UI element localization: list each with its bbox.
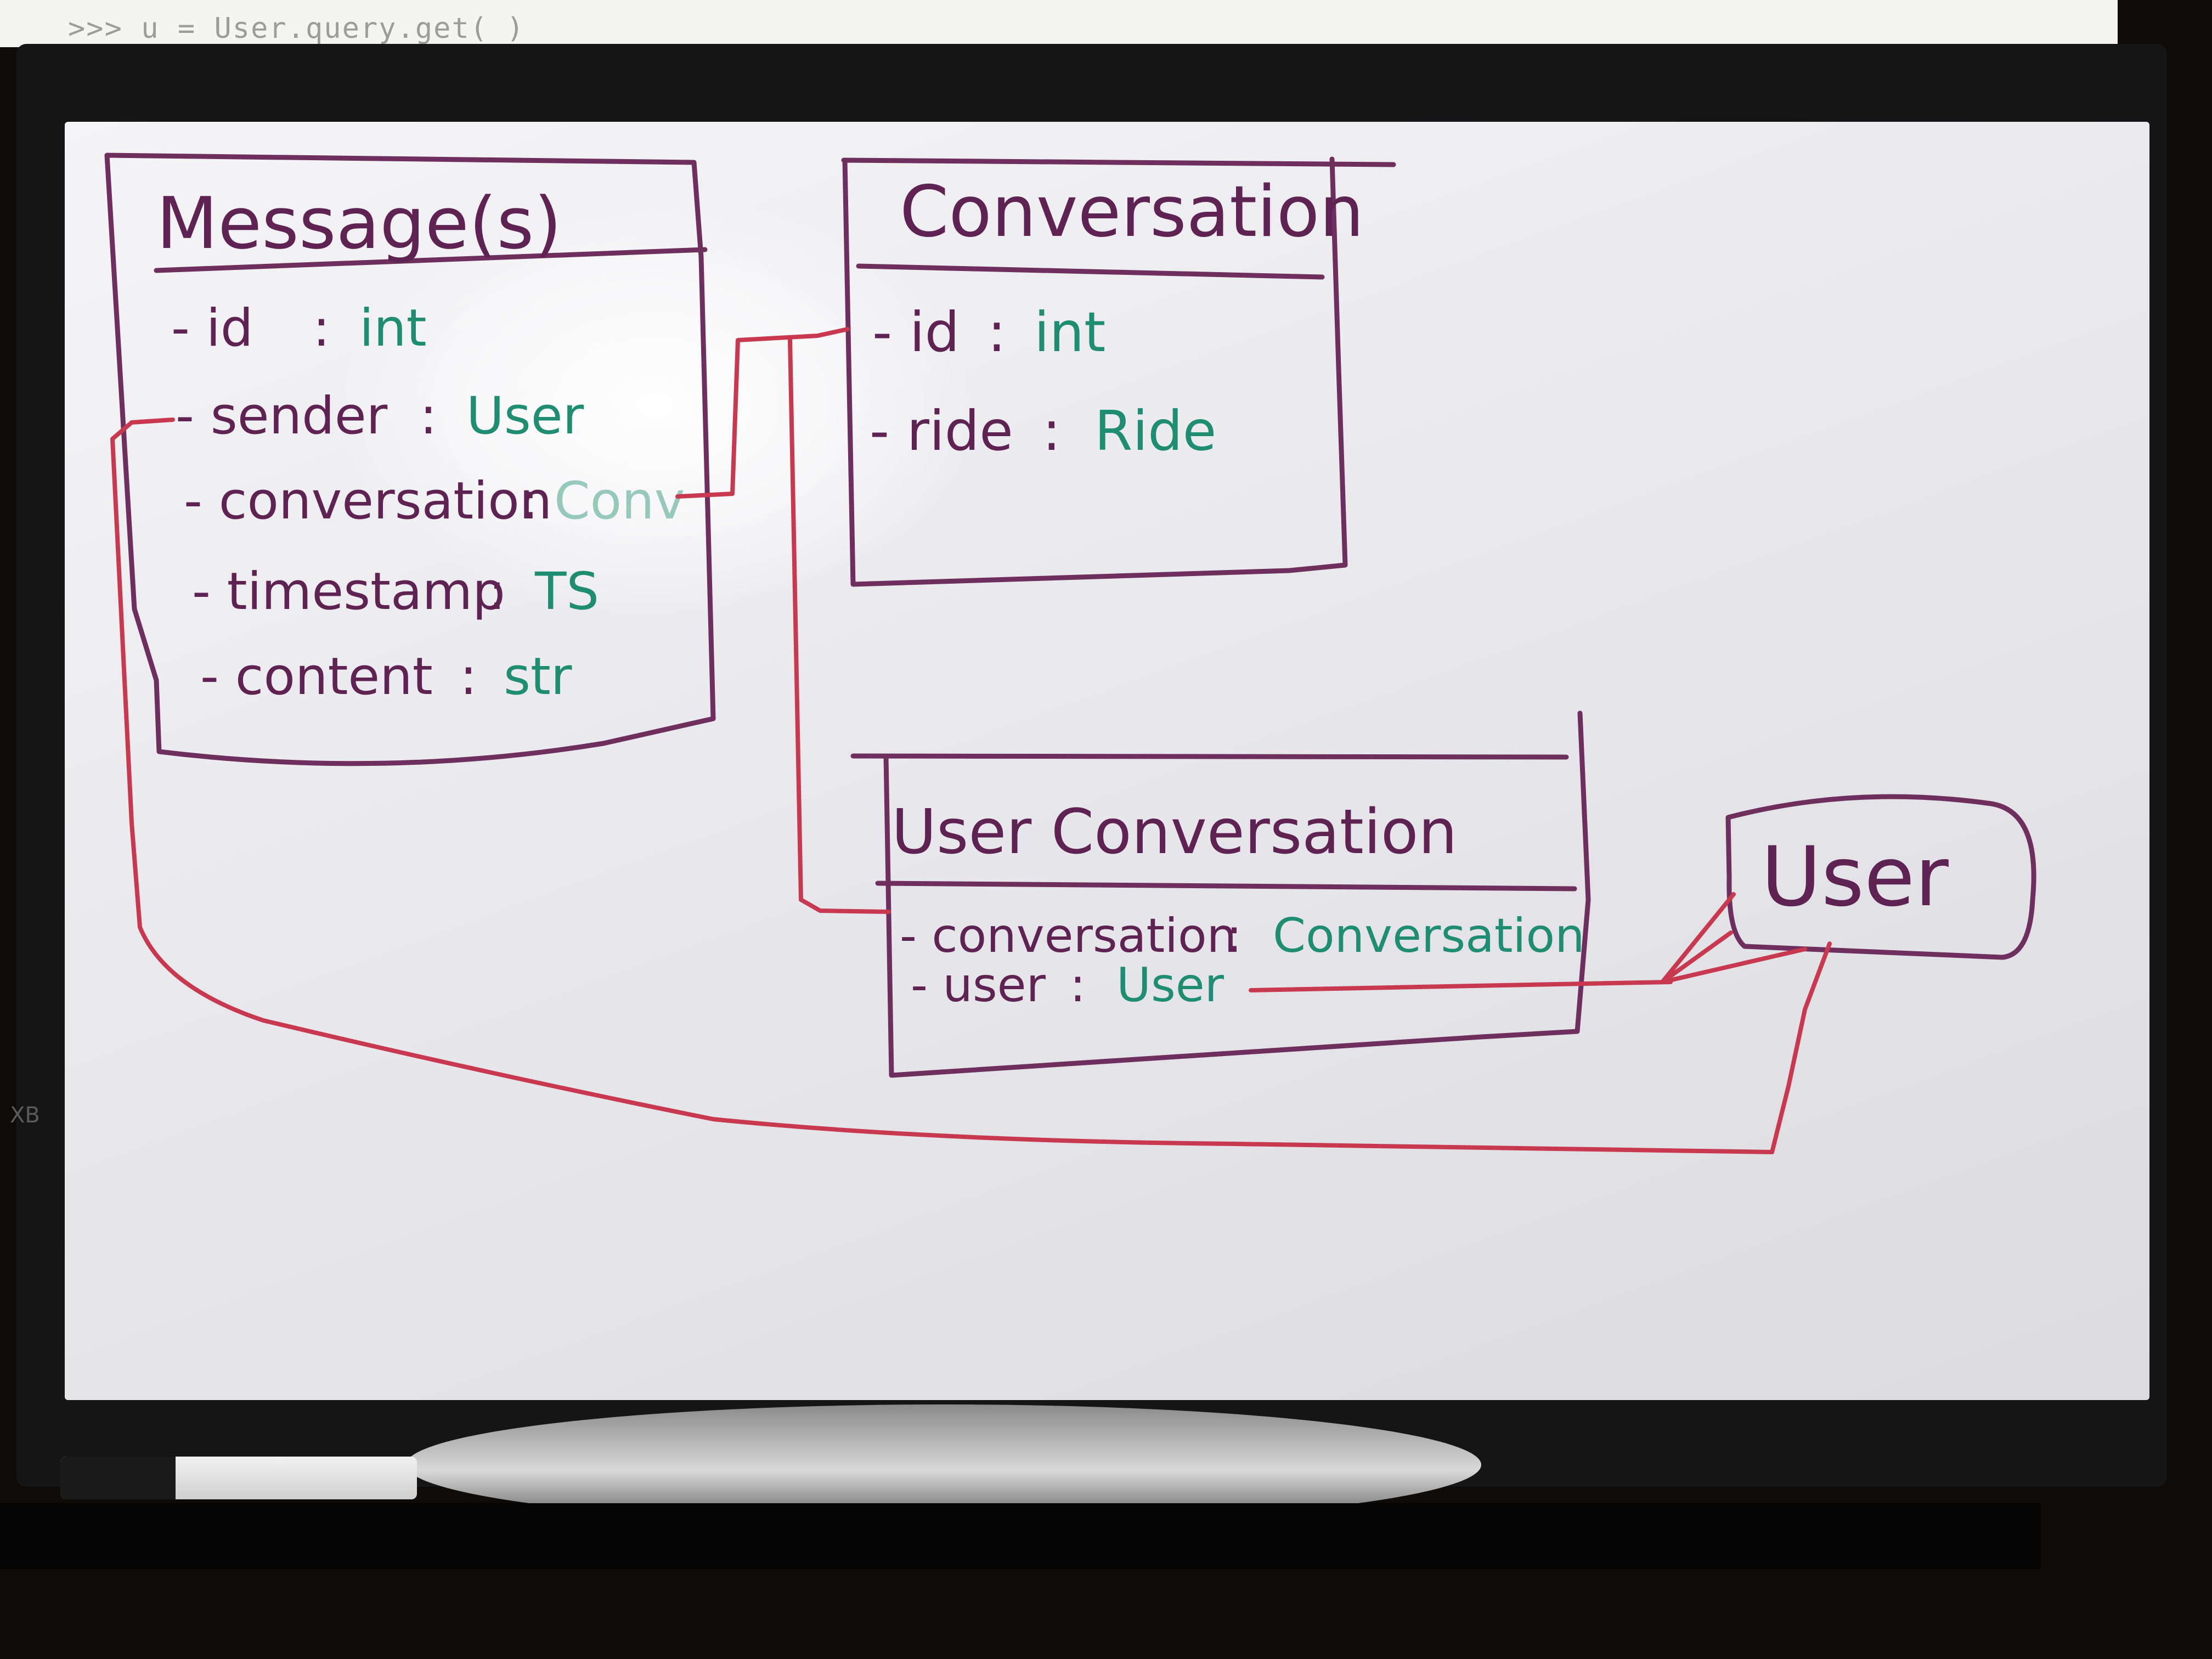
conversation-field-ride-name: - ride [870,399,1013,463]
user-conversation-field-user-name: - user [911,958,1046,1013]
user-conversation-field-conversation-type: Conversation [1273,909,1585,963]
user-conversation-entity: User Conversation - conversation : Conve… [850,710,1591,1078]
user-conversation-box-outline [850,710,1591,1078]
user-title: User [1761,830,1949,925]
brand-label: XB [10,1103,40,1128]
conversation-title: Conversation [900,171,1364,253]
crows-foot-marker [1660,892,1807,984]
terminal-command: >>> u = User.query.get( ) [68,12,525,45]
messages-field-id-sep: : [313,298,330,358]
conversation-field-ride-sep: : [1042,399,1061,463]
messages-field-timestamp-type: TS [534,562,599,622]
user-conversation-title: User Conversation [891,797,1457,868]
user-conversation-title-divider [875,881,1577,891]
conversation-field-id-name: - id [872,300,960,364]
messages-field-content-type: str [504,647,572,707]
messages-field-timestamp-sep: : [488,562,506,622]
messages-field-id-type: int [359,298,427,358]
messages-title: Message(s) [156,182,562,265]
messages-field-timestamp-name: - timestamp [192,562,505,622]
sender-to-user-link [110,417,1832,1154]
dry-erase-marker [60,1457,417,1499]
messages-box-outline [104,153,716,766]
messages-field-content-name: - content [200,647,433,707]
message-conversation-link [675,327,850,499]
user-entity: User [1725,794,2036,960]
userconversation-user-link [1249,980,1673,992]
conversation-field-id-sep: : [988,300,1006,364]
user-conversation-field-conversation-name: - conversation [900,909,1237,963]
messages-entity: Message(s) - id : int - sender : User - … [104,153,716,766]
messages-field-conversation-type: Conv [554,471,685,531]
marker-cap [60,1457,176,1499]
relationship-links [110,327,1832,1154]
messages-field-id-name: - id [171,298,253,358]
user-conversation-field-conversation-sep: : [1226,909,1242,963]
messages-title-divider [154,247,708,273]
userconversation-conversation-link [788,338,891,914]
messages-field-conversation-name: - conversation [184,471,552,531]
conversation-field-id-type: int [1034,300,1105,364]
messages-field-sender-sep: : [420,386,437,446]
user-box-outline [1725,794,2036,960]
conversation-entity: Conversation - id : int - ride : Ride [841,156,1396,587]
terminal-window: >>> u = User.query.get( ) [0,0,2118,47]
desk-shelf [0,1503,2041,1569]
conversation-field-ride-type: Ride [1094,399,1216,463]
user-conversation-field-user-sep: : [1070,958,1086,1013]
conversation-title-divider [856,263,1325,280]
messages-field-sender-name: - sender [176,386,388,446]
conversation-box-outline [841,156,1396,587]
user-conversation-field-user-type: User [1116,958,1224,1013]
messages-field-conversation-sep: : [521,471,539,531]
messages-field-sender-type: User [466,386,584,446]
messages-field-content-sep: : [460,647,477,707]
